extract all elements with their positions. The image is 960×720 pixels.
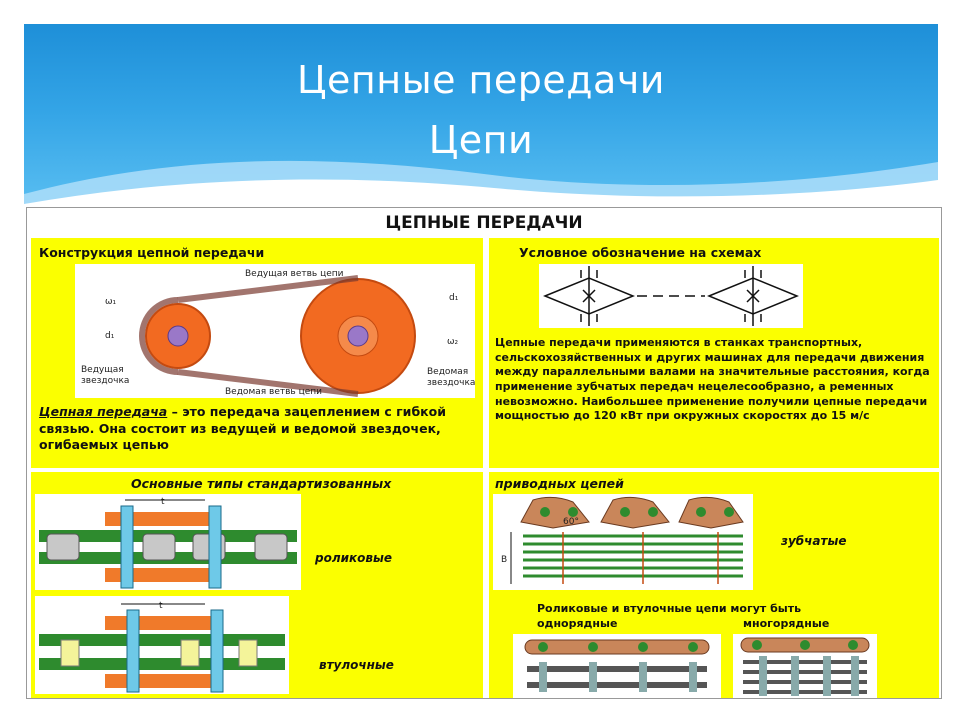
tooth-label: зубчатые: [781, 534, 847, 548]
bush-label: втулочные: [319, 658, 394, 672]
chain-drive-diagram: Ведущая ветвь цепи Ведомая ветвь цепи Ве…: [75, 264, 475, 398]
driven-branch-label: Ведомая ветвь цепи: [225, 387, 322, 397]
leading-sprocket-label-1: Ведущая: [81, 365, 124, 375]
width-label: B: [501, 555, 507, 565]
single-row-chain-icon: [524, 639, 710, 692]
schematic-symbol-diagram: [539, 264, 803, 328]
construction-heading: Конструкция цепной передачи: [39, 245, 265, 260]
roller-chain-icon: t: [39, 497, 297, 589]
leading-sprocket-icon: [145, 303, 211, 369]
omega2-label: ω₂: [447, 337, 459, 347]
chain-symbol-icon: [543, 266, 799, 326]
driven-sprocket-label-2: звездочка: [427, 378, 475, 388]
tooth-chain-diagram: 60° B: [493, 494, 753, 590]
leading-branch-label: Ведущая ветвь цепи: [245, 269, 344, 279]
roller-pitch-label: t: [161, 497, 165, 507]
rows-note: Роликовые и втулочные цепи могут быть: [537, 602, 802, 615]
bush-pitch-label: t: [159, 601, 163, 611]
slide-title: Цепные передачи: [297, 58, 665, 102]
bush-chain-diagram: t: [35, 596, 289, 694]
multi-row-chain-icon: [740, 637, 870, 696]
symbol-heading: Условное обозначение на схемах: [519, 245, 762, 260]
definition-text: – это передача зацеплением с гибкой связ…: [39, 404, 446, 453]
roller-label: роликовые: [315, 551, 393, 565]
slide-subtitle: Цепи: [428, 118, 534, 162]
multi-row-label: многорядные: [743, 617, 830, 630]
usage-paragraph: Цепные передачи применяются в станках тр…: [495, 336, 930, 423]
definition-term: Цепная передача: [39, 404, 168, 419]
driven-sprocket-icon: [300, 278, 416, 394]
d1-right-label: d₁: [449, 293, 459, 303]
types-heading-left: Основные типы стандартизованных: [131, 476, 392, 491]
d1-left-label: d₁: [105, 331, 115, 341]
roller-chain-diagram: t: [35, 494, 301, 590]
bush-chain-icon: t: [39, 601, 285, 693]
chain-types-right-panel: приводных цепей 60°: [489, 472, 939, 698]
board-title: ЦЕПНЫЕ ПЕРЕДАЧИ: [27, 208, 941, 238]
driven-sprocket-label-1: Ведомая: [427, 367, 468, 377]
chain-icon: [139, 275, 359, 397]
symbol-panel: Условное обозначение на схемах: [489, 238, 939, 468]
omega1-label: ω₁: [105, 297, 117, 307]
construction-panel: Конструкция цепной передачи: [31, 238, 483, 468]
title-banner: Цепные передачи Цепи: [24, 24, 938, 214]
tooth-chain-icon: 60° B: [501, 496, 744, 584]
multi-row-chain-diagram: [733, 634, 877, 698]
infographic-board: ЦЕПНЫЕ ПЕРЕДАЧИ Конструкция цепной перед…: [26, 207, 942, 699]
angle-label: 60°: [563, 517, 579, 527]
wave-decoration: [24, 160, 938, 214]
chain-types-left-panel: Основные типы стандартизованных t: [31, 472, 483, 698]
definition-paragraph: Цепная передача – это передача зацеплени…: [39, 404, 475, 454]
single-row-label: однорядные: [537, 617, 618, 630]
single-row-chain-diagram: [513, 634, 721, 698]
leading-sprocket-label-2: звездочка: [81, 376, 129, 386]
types-heading-right: приводных цепей: [495, 476, 624, 491]
